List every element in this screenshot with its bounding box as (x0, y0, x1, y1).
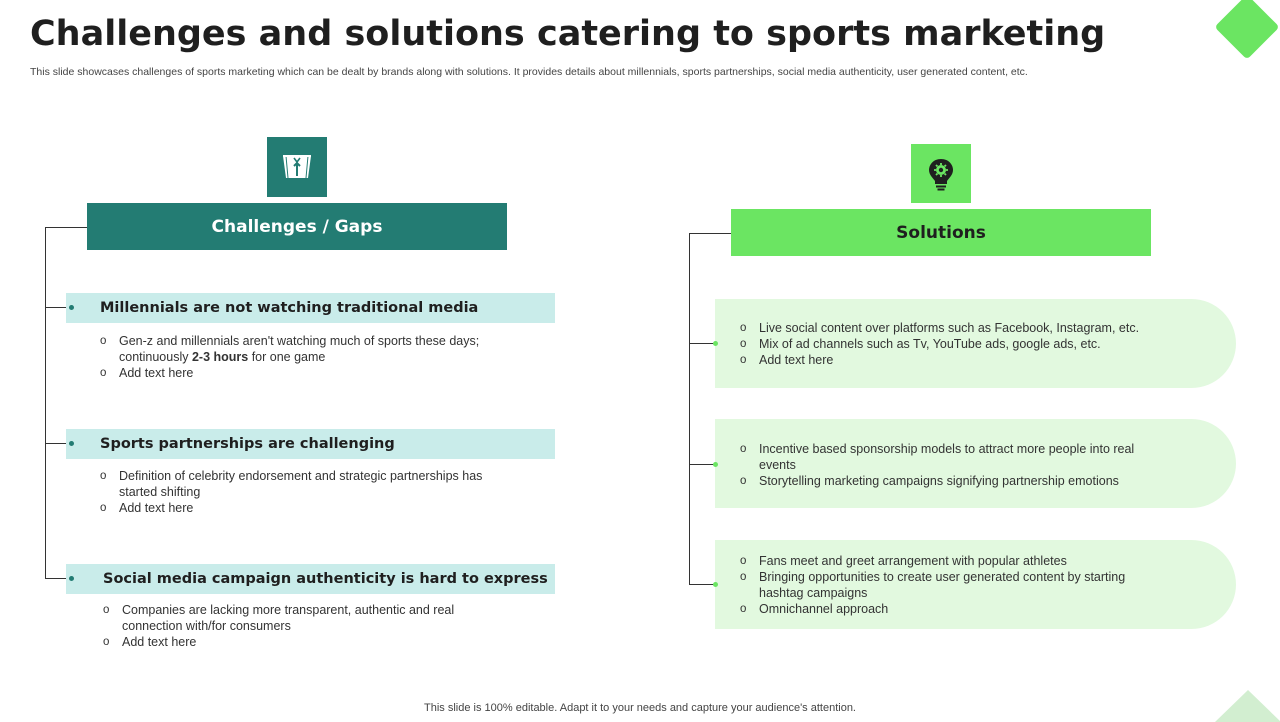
solutions-header: Solutions (731, 209, 1151, 256)
solutions-icon-box (911, 144, 971, 203)
solution-1-dot (713, 341, 718, 346)
challenge-2-dot (69, 441, 74, 446)
list-item: Incentive based sponsorship models to at… (740, 441, 1160, 473)
list-item: Add text here (103, 634, 503, 650)
challenge-3-bullets: Companies are lacking more transparent, … (103, 602, 503, 650)
solution-3-dot (713, 582, 718, 587)
challenges-header: Challenges / Gaps (87, 203, 507, 250)
challenge-2-bullets: Definition of celebrity endorsement and … (100, 468, 512, 516)
challenge-3-title: Social media campaign authenticity is ha… (103, 571, 548, 587)
challenges-icon-box (267, 137, 327, 197)
list-item: Fans meet and greet arrangement with pop… (740, 553, 1160, 569)
list-item: Storytelling marketing campaigns signify… (740, 473, 1160, 489)
solutions-connector-vertical (689, 233, 690, 585)
solution-3-connector (689, 584, 715, 585)
challenge-3-title-bar: Social media campaign authenticity is ha… (66, 564, 555, 594)
solution-2-dot (713, 462, 718, 467)
goal-post-icon (283, 155, 311, 179)
challenge-3-dot (69, 576, 74, 581)
list-item: Gen-z and millennials aren't watching mu… (100, 333, 510, 365)
decorative-triangle (1215, 690, 1280, 722)
challenge-1-title-bar: Millennials are not watching traditional… (66, 293, 555, 323)
list-item: Live social content over platforms such … (740, 320, 1200, 336)
list-item: Bringing opportunities to create user ge… (740, 569, 1160, 601)
solution-1-connector (689, 343, 715, 344)
challenge-1-bullets: Gen-z and millennials aren't watching mu… (100, 333, 510, 381)
list-item: Add text here (100, 365, 510, 381)
footer-note: This slide is 100% editable. Adapt it to… (424, 702, 856, 714)
challenge-1-title: Millennials are not watching traditional… (100, 300, 479, 316)
solution-3-bullets: Fans meet and greet arrangement with pop… (740, 553, 1160, 617)
page-subtitle: This slide showcases challenges of sport… (30, 66, 1028, 78)
list-item: Omnichannel approach (740, 601, 1160, 617)
solution-2-connector (689, 464, 715, 465)
solution-2-bullets: Incentive based sponsorship models to at… (740, 441, 1160, 489)
challenge-2-connector (45, 443, 70, 444)
list-item: Definition of celebrity endorsement and … (100, 468, 512, 500)
lightbulb-gear-icon (929, 158, 953, 190)
decorative-diamond (1214, 0, 1280, 60)
list-item: Companies are lacking more transparent, … (103, 602, 503, 634)
challenge-2-title: Sports partnerships are challenging (100, 436, 395, 452)
challenge-2-title-bar: Sports partnerships are challenging (66, 429, 555, 459)
challenges-connector-top (45, 227, 87, 228)
challenge-1-connector (45, 307, 70, 308)
challenge-3-connector (45, 578, 70, 579)
solutions-connector-top (689, 233, 731, 234)
challenges-connector-vertical (45, 227, 46, 579)
list-item: Add text here (740, 352, 1200, 368)
list-item: Add text here (100, 500, 512, 516)
solution-1-bullets: Live social content over platforms such … (740, 320, 1200, 368)
list-item: Mix of ad channels such as Tv, YouTube a… (740, 336, 1200, 352)
page-title: Challenges and solutions catering to spo… (30, 14, 1106, 54)
challenge-1-dot (69, 305, 74, 310)
